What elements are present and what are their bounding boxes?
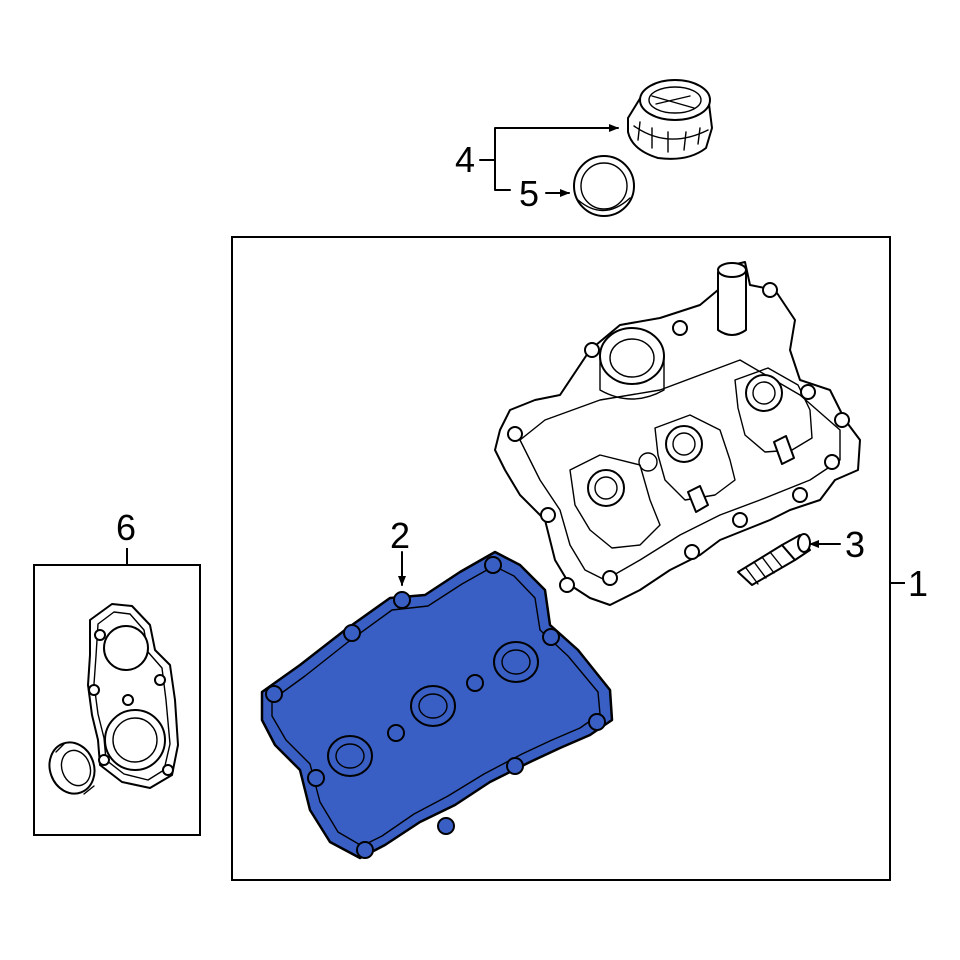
cap-seal-ring[interactable]: [573, 155, 635, 217]
callout-1-label: 1: [908, 563, 928, 604]
gasket-bolt-holes: [265, 556, 606, 859]
oil-filler-cap[interactable]: [627, 79, 713, 160]
callout-3-label: 3: [845, 524, 865, 565]
callout-4-label: 4: [455, 139, 475, 180]
assembly-frame: [231, 236, 891, 881]
crankshaft-seal[interactable]: [42, 736, 101, 800]
callout-4-bracket: [479, 124, 619, 161]
callout-5-label: 5: [519, 173, 539, 214]
kit-frame: [33, 564, 201, 836]
valve-cover[interactable]: [494, 261, 861, 606]
timing-cover-gasket[interactable]: [87, 603, 179, 789]
callout-6-label: 6: [116, 507, 136, 548]
valve-cover-gasket[interactable]: [260, 550, 614, 860]
cover-stud[interactable]: [737, 533, 811, 586]
callout-5-leader: [494, 159, 511, 191]
callout-2-label: 2: [390, 515, 410, 556]
